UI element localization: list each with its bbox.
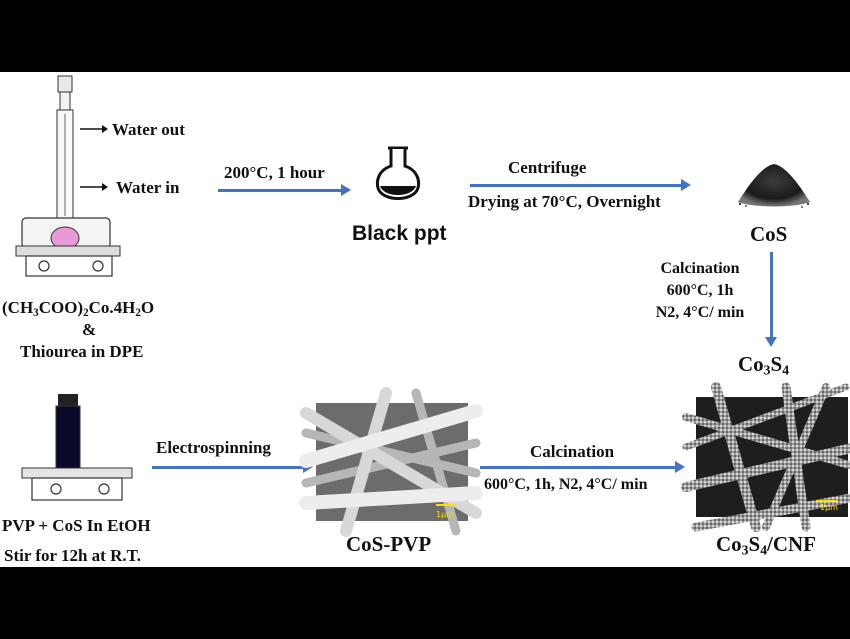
cos-label: CoS — [750, 222, 788, 246]
cos-powder-image — [738, 164, 810, 208]
calcination1-line3: N2, 4°C/ min — [655, 304, 745, 321]
electrospinning-arrow — [152, 461, 313, 473]
vial-on-stirplate-illustration — [21, 394, 133, 501]
black-ppt-label: Black ppt — [352, 222, 447, 245]
step1-label: 200°C, 1 hour — [224, 163, 325, 182]
calcination1-line2: 600°C, 1h — [666, 282, 734, 299]
precursor-formula: (CH3COO)2Co.4H2O — [2, 298, 155, 319]
drying-label: Drying at 70°C, Overnight — [468, 192, 661, 211]
sem-cos-pvp-image — [299, 387, 483, 537]
water-in-label: Water in — [116, 178, 180, 197]
electrospinning-label: Electrospinning — [156, 438, 271, 457]
step2-arrow — [470, 179, 691, 191]
calcination1-line1: Calcination — [660, 260, 740, 277]
calcination1-arrow — [765, 252, 777, 347]
step1-arrow — [218, 184, 351, 196]
water-out-arrow — [80, 125, 108, 133]
water-in-arrow — [80, 183, 108, 191]
co3s4-label: Co3S4 — [738, 352, 790, 378]
scale-bar-label-1: 1μm — [436, 510, 454, 519]
centrifuge-label: Centrifuge — [508, 158, 587, 177]
stir-label: Stir for 12h at R.T. — [4, 546, 141, 565]
calcination2-label: Calcination — [530, 442, 615, 461]
cos-pvp-label: CoS-PVP — [346, 532, 432, 556]
scale-bar-label-2: 1μm — [820, 503, 838, 512]
sem-co3s4-cnf-image — [681, 382, 850, 532]
calcination2-conditions: 600°C, 1h, N2, 4°C/ min — [484, 476, 648, 493]
diagram-canvas: Water out Water in (CH3COO)2Co.4H2O & Th… — [0, 72, 850, 567]
thiourea-label: Thiourea in DPE — [20, 342, 144, 361]
reflux-setup-illustration — [15, 75, 121, 277]
water-out-label: Water out — [112, 120, 185, 139]
ampersand-label: & — [82, 320, 97, 339]
calcination2-arrow — [480, 461, 685, 473]
co3s4-cnf-label: Co3S4/CNF — [716, 532, 817, 558]
pvp-cos-label: PVP + CoS In EtOH — [2, 516, 151, 535]
round-flask-icon — [375, 146, 421, 200]
